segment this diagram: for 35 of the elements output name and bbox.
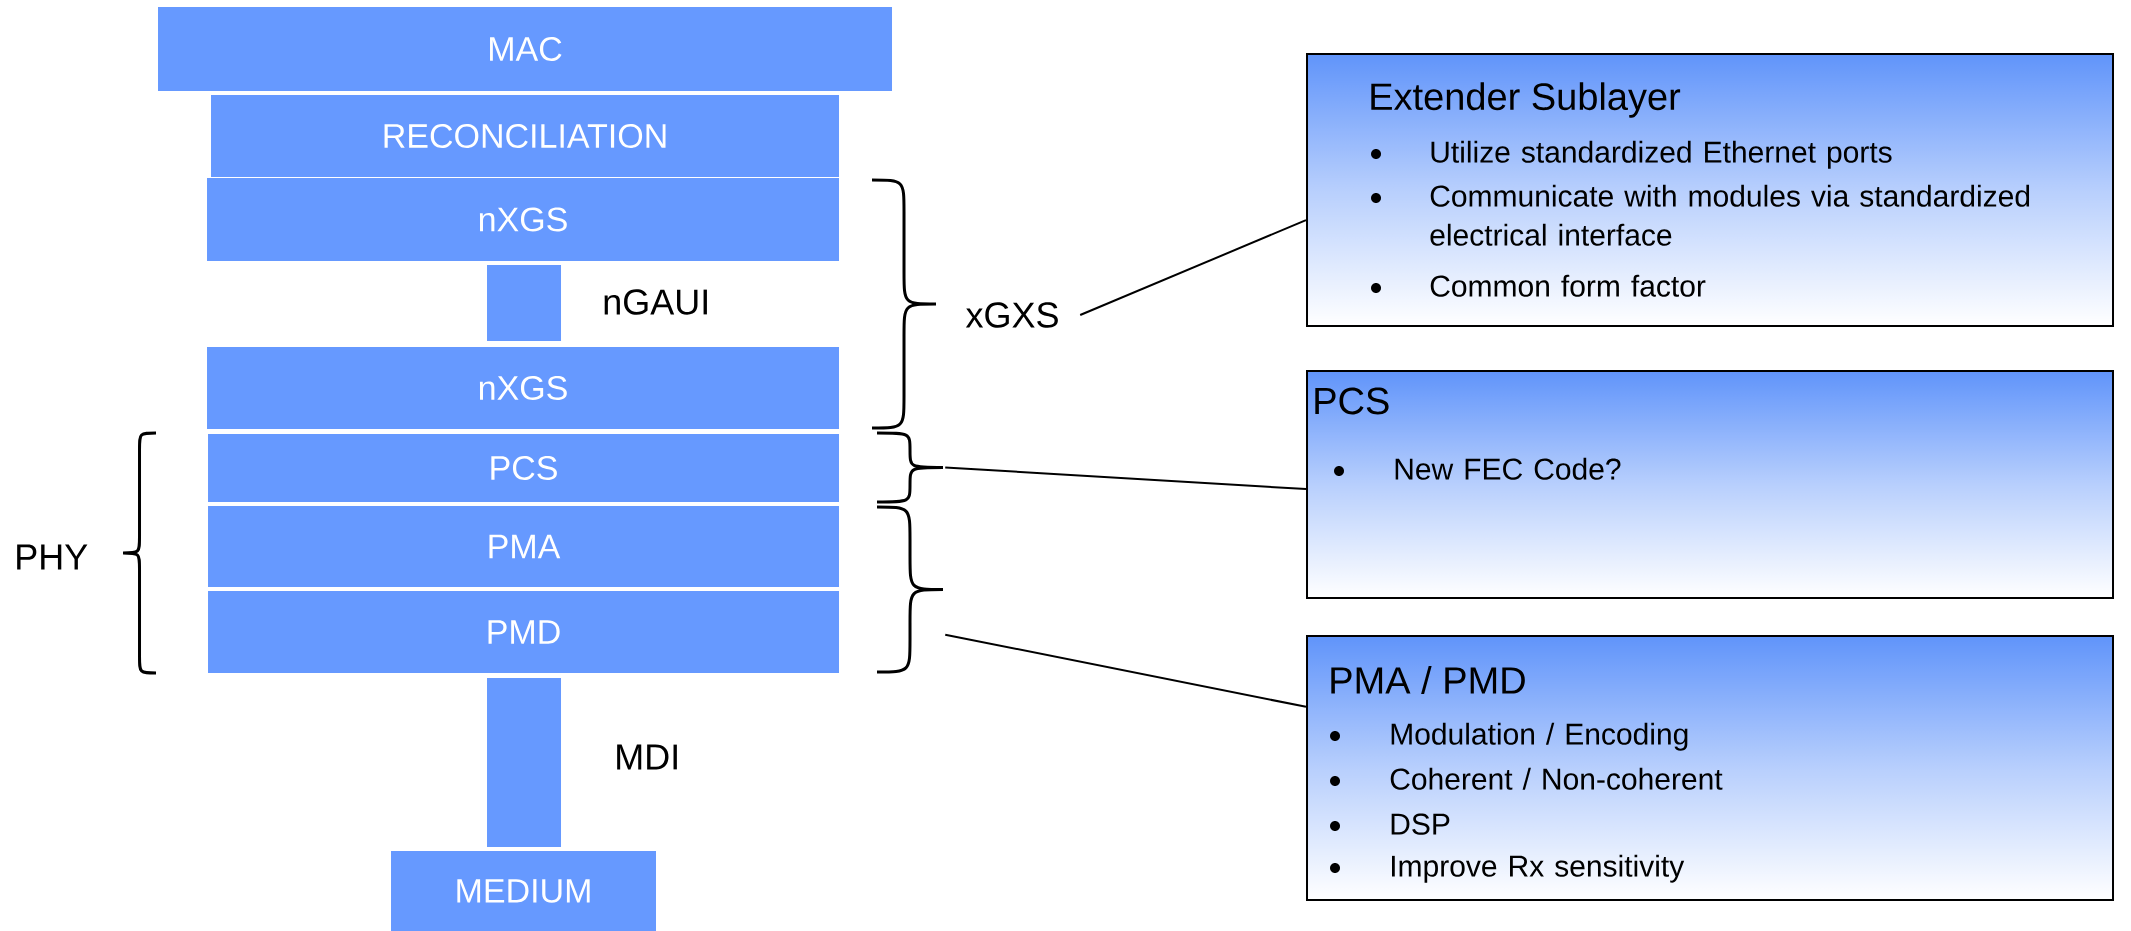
layer-box: nXGS	[207, 347, 839, 429]
group-label: PHY	[17, 544, 88, 570]
curly-brace	[877, 505, 945, 674]
curly-brace	[877, 431, 945, 504]
sublayer-label: xGXS	[965, 302, 1058, 328]
leader-line	[1079, 219, 1307, 316]
card-title: Extender Sublayer	[1371, 82, 1681, 118]
layer-box: MAC	[158, 7, 892, 91]
card-title: PMA / PMD	[1331, 666, 1525, 694]
leader-line	[944, 466, 1307, 491]
bullet-item: Coherent / Non-coherent	[1330, 767, 1723, 790]
bullet-item: Improve Rx sensitivity	[1330, 854, 1685, 883]
interface-bar	[487, 678, 561, 847]
layer-box: MEDIUM	[391, 851, 656, 931]
interface-label: MDI	[617, 744, 677, 770]
layer-box: nXGS	[207, 178, 839, 261]
layer-box: PCS	[208, 434, 839, 502]
card-title: PCS	[1315, 387, 1389, 415]
interface-bar	[487, 265, 561, 341]
info-card	[1306, 635, 2114, 901]
node-label: nXGS	[479, 207, 567, 232]
layer-box: PMA	[208, 506, 839, 587]
bullet-item: Utilize standardized Ethernet ports	[1371, 140, 1892, 169]
info-card	[1306, 53, 2114, 327]
layer-box: RECONCILIATION	[211, 95, 839, 177]
layer-box: PMD	[208, 591, 839, 673]
bullet-item: DSP	[1330, 813, 1450, 835]
bullet-item: Modulation / Encoding	[1330, 722, 1688, 751]
bullet-item: New FEC Code?	[1334, 457, 1621, 480]
bullet-item: Communicate with modules via standardized electrical interface	[1371, 184, 2030, 246]
interface-label: nGAUI	[604, 289, 707, 315]
bullet-item: Common form factor	[1371, 274, 1706, 297]
node-label: RECONCILIATION	[384, 123, 666, 149]
leader-line	[944, 633, 1307, 708]
info-card	[1306, 370, 2114, 599]
